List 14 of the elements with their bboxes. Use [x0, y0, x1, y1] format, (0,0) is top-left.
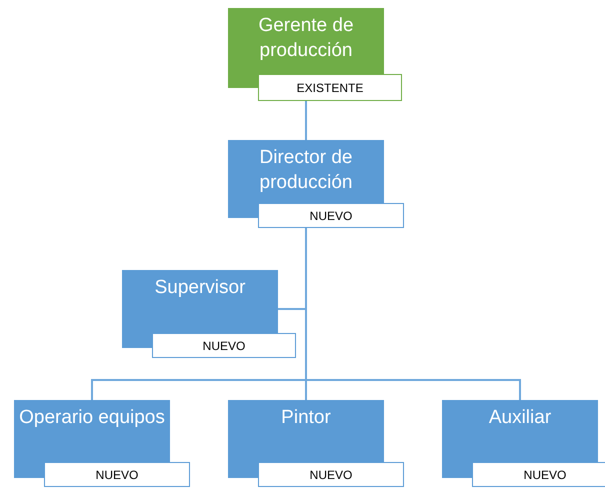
status-tag: EXISTENTE — [258, 74, 402, 101]
position-title: Director de producción — [258, 146, 354, 195]
position-title: Operario equipos — [19, 406, 165, 430]
status-tag: NUEVO — [152, 333, 296, 358]
position-title: Gerente de producción — [257, 14, 355, 63]
connector-line — [305, 228, 521, 400]
connector-line — [305, 101, 307, 140]
status-tag: NUEVO — [258, 462, 404, 487]
position-title: Pintor — [281, 406, 331, 430]
position-title: Supervisor — [154, 276, 246, 300]
status-tag: NUEVO — [258, 203, 404, 228]
position-title: Auxiliar — [488, 406, 552, 430]
status-tag: NUEVO — [44, 462, 190, 487]
status-tag: NUEVO — [472, 462, 605, 487]
